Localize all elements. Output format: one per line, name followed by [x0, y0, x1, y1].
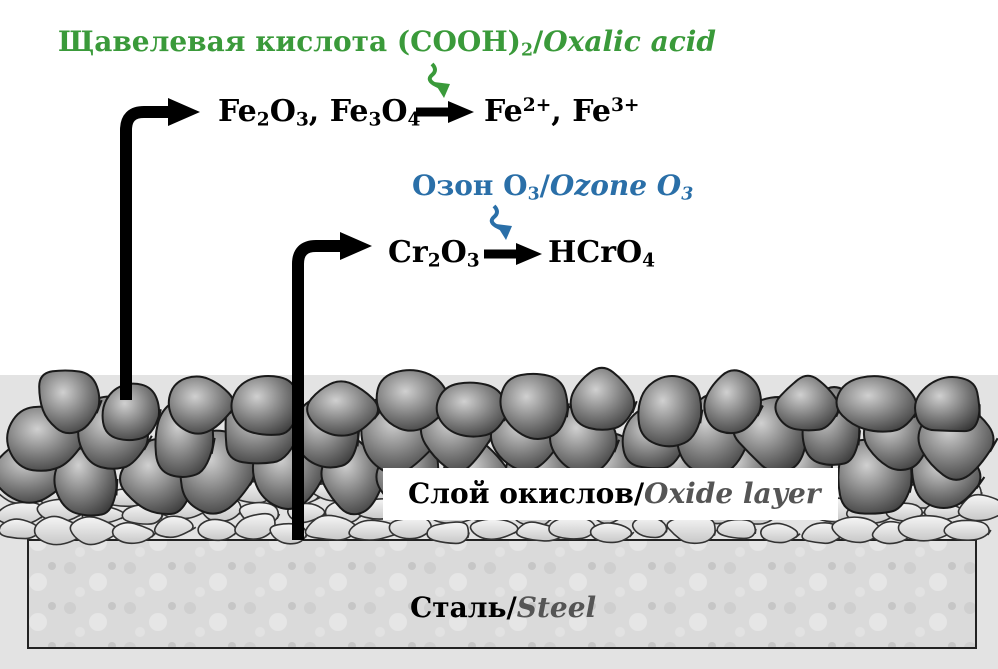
- oxide-flake: [234, 512, 277, 540]
- oxide-stone: [375, 369, 453, 432]
- oxide-flake: [426, 521, 470, 545]
- oxide-stones: [0, 366, 998, 517]
- oxide-flake: [548, 516, 598, 540]
- iron-ions-formula: Fe2+, Fe3+: [484, 94, 640, 130]
- oxide-layer-label: Слой окислов/Oxide layer: [408, 477, 821, 510]
- iron-oxides-formula: Fe2O3, Fe3O4: [218, 94, 421, 131]
- oxide-flake: [716, 518, 757, 540]
- oxide-flake: [304, 514, 361, 541]
- oxide-stone: [306, 380, 384, 437]
- oxide-stone: [914, 376, 981, 433]
- arrow-chromium-oxide: [292, 240, 344, 540]
- oxide-stone: [499, 372, 570, 440]
- oxide-stone: [38, 369, 103, 435]
- oxide-flake: [760, 522, 801, 544]
- oxide-flake: [666, 515, 717, 545]
- arrow-iron-oxides: [120, 106, 172, 400]
- oxide-flake: [589, 522, 635, 544]
- oxide-stone: [637, 375, 704, 448]
- squiggle-arrow-ozone-head: [496, 224, 512, 240]
- arrow-chromium-oxide-head: [340, 232, 372, 260]
- oxide-flake: [631, 515, 669, 539]
- oxide-stone: [101, 382, 162, 442]
- oxide-stone: [703, 369, 764, 435]
- oxide-flake: [111, 521, 157, 545]
- chromate-formula: HCrO4: [548, 235, 656, 272]
- chromium-oxide-formula: Cr2O3: [388, 235, 480, 272]
- oxide-stone: [569, 366, 638, 431]
- reaction-arrow-iron-head: [448, 101, 474, 123]
- oxide-stone: [835, 375, 921, 433]
- oxide-flake: [469, 518, 522, 541]
- oxide-flake: [153, 515, 197, 539]
- oxide-flake: [957, 493, 998, 522]
- ozone-label: Озон O3/Ozone O3: [412, 169, 694, 205]
- steel-layer: [27, 539, 977, 649]
- reaction-arrow-chromium-head: [516, 243, 542, 265]
- steel-layer-label: Сталь/Steel: [410, 591, 597, 624]
- oxide-stone: [230, 374, 300, 436]
- oxide-flake: [943, 519, 992, 541]
- squiggle-arrow-ozone: [489, 204, 503, 231]
- squiggle-arrow-oxalic-head: [434, 82, 450, 98]
- oxide-flake: [388, 516, 434, 540]
- oxide-stone: [774, 374, 843, 432]
- squiggle-arrow-oxalic: [427, 62, 441, 89]
- oxalic-acid-label: Щавелевая кислота (COOH)2/Oxalic acid: [58, 25, 716, 61]
- oxide-stone: [435, 381, 510, 438]
- oxide-stone: [167, 375, 239, 435]
- oxide-label-box: [383, 468, 838, 520]
- oxide-flake: [197, 518, 239, 542]
- arrow-iron-oxides-head: [168, 98, 200, 126]
- oxide-flake: [831, 516, 885, 544]
